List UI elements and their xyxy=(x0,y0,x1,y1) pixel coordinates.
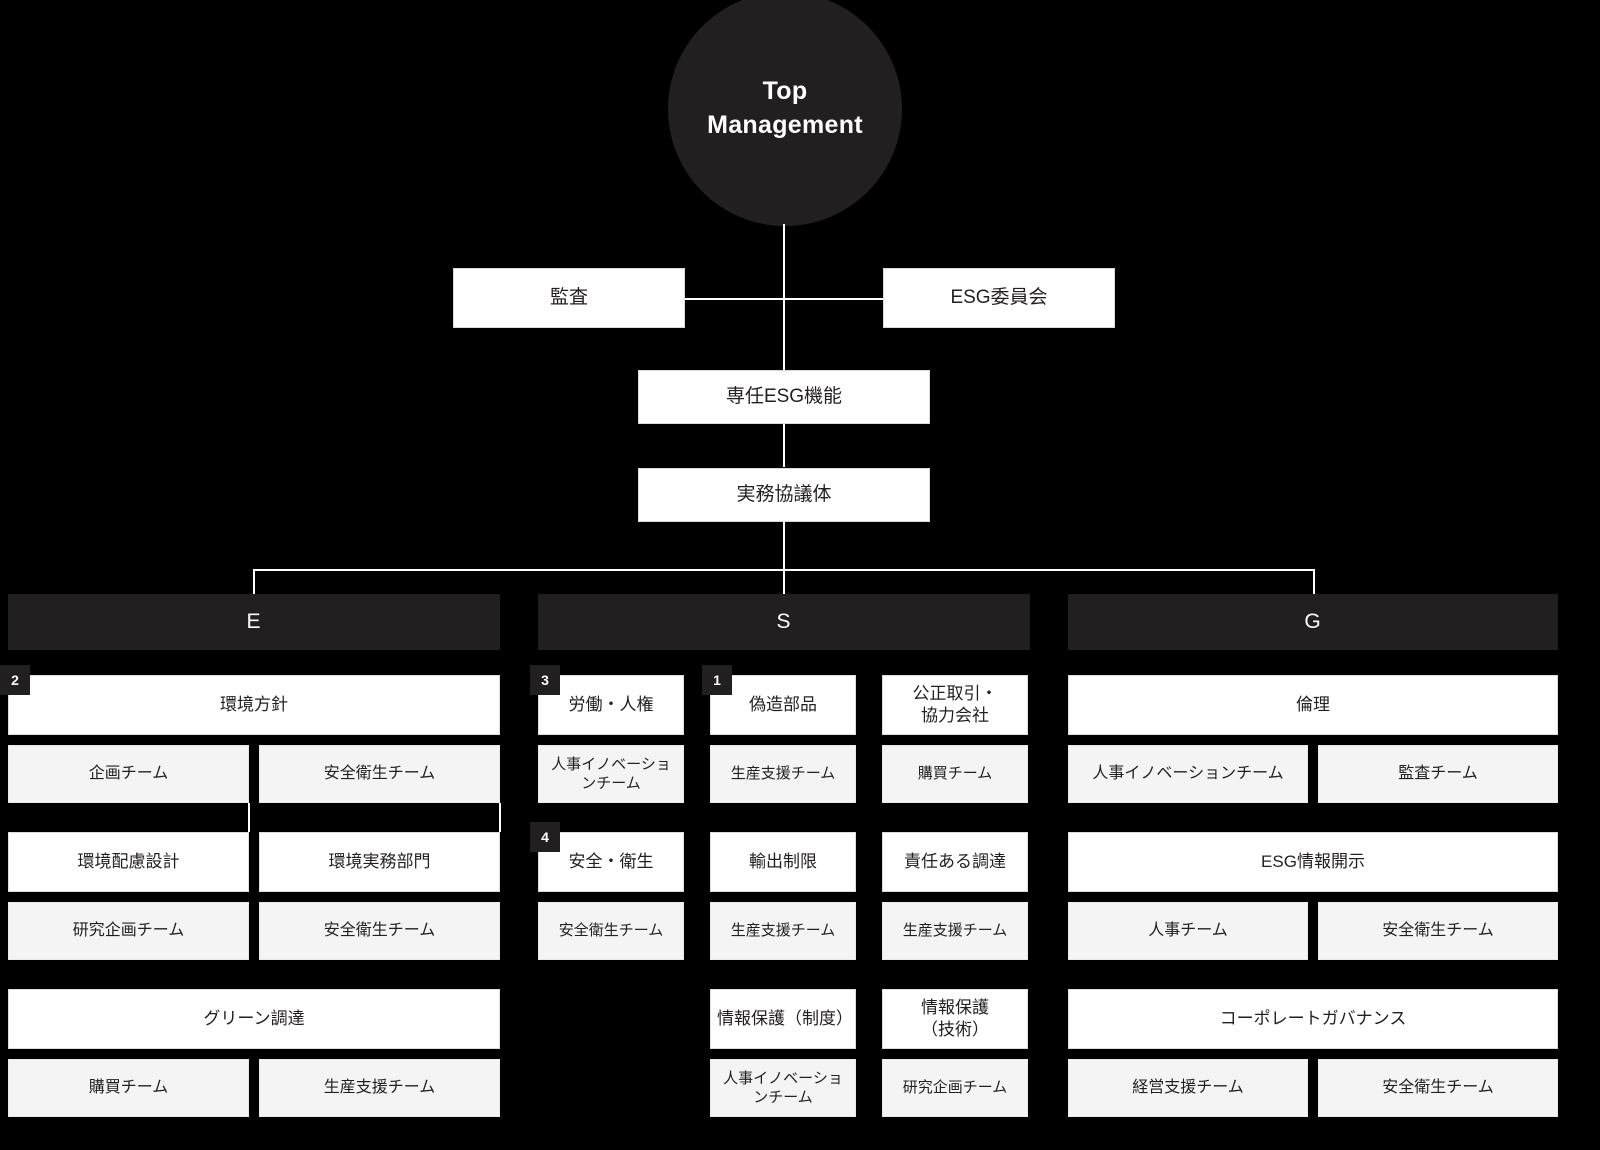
column-header-E[interactable]: E xyxy=(8,594,500,650)
cell-S2-topic[interactable]: 責任ある調達 xyxy=(882,832,1028,892)
connector-dedicated-to-working xyxy=(783,423,785,467)
cell-S1-team[interactable]: 人事イノベーションチーム xyxy=(710,1059,856,1117)
cell-E-team-left[interactable]: 企画チーム xyxy=(8,745,249,803)
cell-S1-topic[interactable]: 輸出制限 xyxy=(710,832,856,892)
cell-G-team-left[interactable]: 人事チーム xyxy=(1068,902,1308,960)
cell-G-topic[interactable]: 倫理 xyxy=(1068,675,1558,735)
cell-E-topic-left[interactable]: 環境配慮設計 xyxy=(8,832,249,892)
cell-G-team-right[interactable]: 監査チーム xyxy=(1318,745,1558,803)
connector-bus-to-E xyxy=(253,569,255,594)
cell-E-team-right[interactable]: 安全衛生チーム xyxy=(259,902,500,960)
cell-E-team-right[interactable]: 生産支援チーム xyxy=(259,1059,500,1117)
audit-label: 監査 xyxy=(549,287,588,309)
cell-G-team-left[interactable]: 人事イノベーションチーム xyxy=(1068,745,1308,803)
connector-audit-horizontal xyxy=(684,298,784,300)
column-header-S[interactable]: S xyxy=(538,594,1030,650)
cell-S1-topic[interactable]: 偽造部品 xyxy=(710,675,856,735)
working-body-node[interactable]: 実務協議体 xyxy=(638,468,930,522)
badge-S-3: 3 xyxy=(530,665,560,695)
connector-bus-to-G xyxy=(1313,569,1315,594)
cell-S0-team[interactable]: 安全衛生チーム xyxy=(538,902,684,960)
cell-E-topic[interactable]: 環境方針 xyxy=(8,675,500,735)
cell-S0-topic[interactable]: 安全・衛生 xyxy=(538,832,684,892)
audit-node[interactable]: 監査 xyxy=(453,268,685,328)
cell-G-team-left[interactable]: 経営支援チーム xyxy=(1068,1059,1308,1117)
connector-circle-down xyxy=(783,224,785,376)
dedicated-esg-function-label: 専任ESG機能 xyxy=(725,386,843,408)
badge-S-1: 1 xyxy=(702,665,732,695)
cell-S0-team[interactable]: 人事イノベーションチーム xyxy=(538,745,684,803)
cell-G-topic[interactable]: コーポレートガバナンス xyxy=(1068,989,1558,1049)
cell-S0-topic[interactable]: 労働・人権 xyxy=(538,675,684,735)
column-header-G[interactable]: G xyxy=(1068,594,1558,650)
tick-E-left xyxy=(248,803,250,832)
cell-E-topic-right[interactable]: 環境実務部門 xyxy=(259,832,500,892)
cell-S2-team[interactable]: 購買チーム xyxy=(882,745,1028,803)
connector-working-down xyxy=(783,522,785,570)
cell-S2-topic[interactable]: 公正取引・協力会社 xyxy=(882,675,1028,735)
cell-E-team-right[interactable]: 安全衛生チーム xyxy=(259,745,500,803)
cell-G-team-right[interactable]: 安全衛生チーム xyxy=(1318,1059,1558,1117)
cell-S1-team[interactable]: 生産支援チーム xyxy=(710,745,856,803)
cell-S2-team[interactable]: 生産支援チーム xyxy=(882,902,1028,960)
cell-S2-topic[interactable]: 情報保護（技術） xyxy=(882,989,1028,1049)
esg-committee-label: ESG委員会 xyxy=(950,287,1048,309)
dedicated-esg-function-node[interactable]: 専任ESG機能 xyxy=(638,370,930,424)
cell-E-team-left[interactable]: 研究企画チーム xyxy=(8,902,249,960)
working-body-label: 実務協議体 xyxy=(736,484,832,506)
cell-E-team-left[interactable]: 購買チーム xyxy=(8,1059,249,1117)
cell-S1-team[interactable]: 生産支援チーム xyxy=(710,902,856,960)
badge-S-4: 4 xyxy=(530,822,560,852)
badge-E-2: 2 xyxy=(0,665,30,695)
cell-S1-topic[interactable]: 情報保護（制度） xyxy=(710,989,856,1049)
connector-bus-to-S xyxy=(783,569,785,594)
tick-E-right xyxy=(499,803,501,832)
cell-S2-team[interactable]: 研究企画チーム xyxy=(882,1059,1028,1117)
cell-G-topic[interactable]: ESG情報開示 xyxy=(1068,832,1558,892)
esg-committee-node[interactable]: ESG委員会 xyxy=(883,268,1115,328)
connector-esgcom-horizontal xyxy=(783,298,884,300)
cell-G-team-right[interactable]: 安全衛生チーム xyxy=(1318,902,1558,960)
cell-E-topic[interactable]: グリーン調達 xyxy=(8,989,500,1049)
